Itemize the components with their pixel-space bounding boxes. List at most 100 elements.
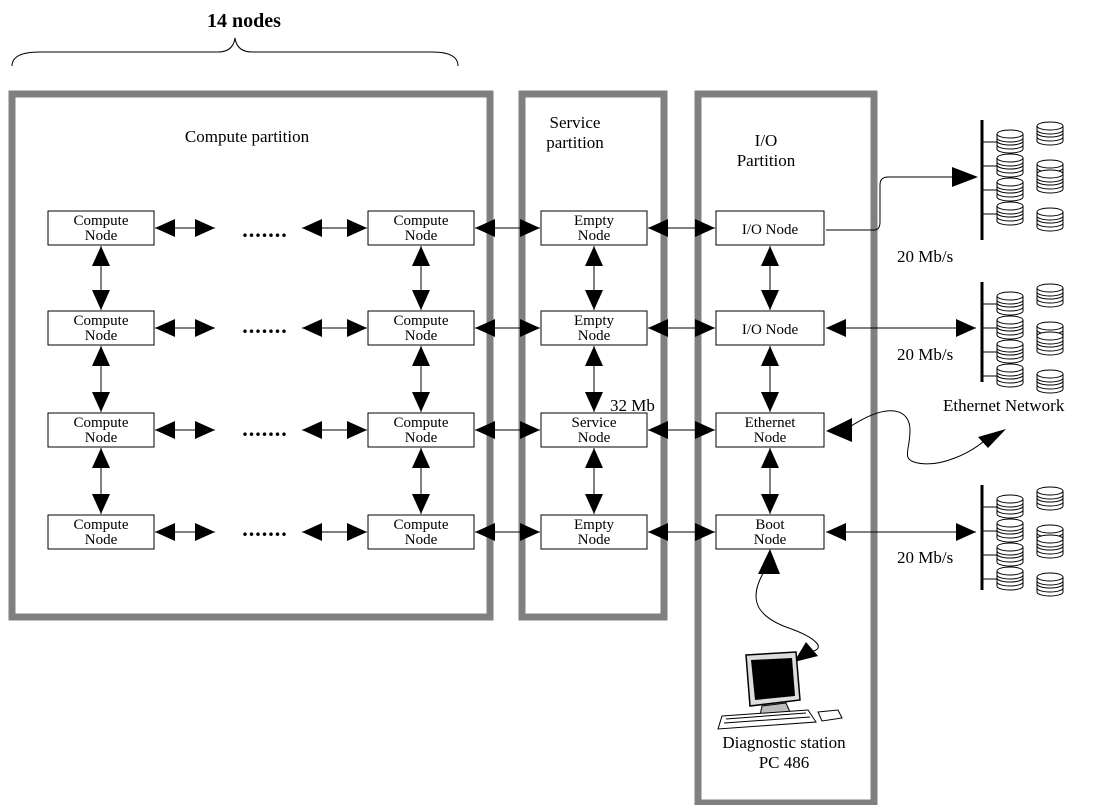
network-link <box>847 410 986 465</box>
service-bandwidth-label: 32 Mb <box>610 396 655 415</box>
disk-bandwidth-label-2: 20 Mb/s <box>897 345 953 364</box>
node-box <box>47 514 155 550</box>
node-box <box>367 514 475 550</box>
disk-stack-icon <box>1036 486 1064 511</box>
node-box <box>715 310 825 346</box>
v-arrow-c2-r3-4 <box>412 448 430 514</box>
node-label-line1: Compute <box>394 213 449 229</box>
disk-array-2 <box>980 282 1064 394</box>
connection-arrows <box>92 219 976 541</box>
diagnostic-link-arrowhead-bottom <box>794 642 818 662</box>
node-label-line2: Node <box>578 228 611 244</box>
h-arrow-c1-ellipsis-r4 <box>155 523 215 541</box>
node-box <box>540 210 648 246</box>
disk-bandwidth-label-1: 20 Mb/s <box>897 247 953 266</box>
h-arrow-c1-ellipsis-r1 <box>155 219 215 237</box>
h-arrow-c2-c3-r3 <box>475 421 540 439</box>
node-grid: ComputeNodeComputeNodeComputeNodeCompute… <box>47 210 825 550</box>
v-arrow-c4-r2-3 <box>761 346 779 412</box>
disk-stack-icon <box>996 339 1024 364</box>
h-arrow-ellipsis-c2-r4 <box>302 523 367 541</box>
node-label-line1: Empty <box>574 517 614 533</box>
node-box <box>715 210 825 246</box>
diagnostic-station-label-line1: Diagnostic station <box>722 733 846 752</box>
h-arrow-c3-c4-r2 <box>648 319 715 337</box>
disk-stack-icon <box>996 363 1024 388</box>
node-label-line1: Compute <box>394 415 449 431</box>
network-link-arrowhead-left <box>826 418 852 442</box>
h-arrow-c3-c4-r4 <box>648 523 715 541</box>
v-arrow-c2-r1-2 <box>412 246 430 310</box>
node-label-line2: Node <box>405 430 438 446</box>
node-label-line2: Node <box>85 328 118 344</box>
disk-stack-icon <box>996 518 1024 543</box>
node-label-line2: Node <box>754 532 787 548</box>
node-label: I/O Node <box>742 222 799 238</box>
ethernet-network-label: Ethernet Network <box>943 396 1065 415</box>
nodes-brace <box>11 37 459 67</box>
node-box <box>367 310 475 346</box>
node-label-line2: Node <box>405 328 438 344</box>
node-box <box>540 310 648 346</box>
disk-stack-icon <box>996 494 1024 519</box>
node-box <box>47 310 155 346</box>
h-arrow-ellipsis-c2-r1 <box>302 219 367 237</box>
ellipsis-row-2: ....... <box>242 313 288 338</box>
node-label-line1: Empty <box>574 313 614 329</box>
diagnostic-station-label-line2: PC 486 <box>759 753 810 772</box>
disk-stack-icon <box>1036 283 1064 308</box>
node-label-line2: Node <box>85 532 118 548</box>
disk-stack-icon <box>996 177 1024 202</box>
h-arrow-c2-c3-r2 <box>475 319 540 337</box>
io-partition-label-line1: I/O <box>755 131 778 150</box>
v-arrow-c2-r2-3 <box>412 346 430 412</box>
disk-stack-icon <box>1036 369 1064 394</box>
node-box <box>367 210 475 246</box>
io-partition-label-line2: Partition <box>737 151 796 170</box>
node-label-line1: Boot <box>755 517 785 533</box>
node-label-line1: Empty <box>574 213 614 229</box>
compute-partition-label: Compute partition <box>185 127 310 146</box>
v-arrow-c1-r1-2 <box>92 246 110 310</box>
v-arrow-c4-r3-4 <box>761 448 779 514</box>
node-label-line1: Compute <box>394 517 449 533</box>
node-label-line1: Compute <box>74 313 129 329</box>
disk-stack-icon <box>996 201 1024 226</box>
node-label-line1: Compute <box>74 213 129 229</box>
node-box <box>715 412 825 448</box>
h-arrow-boot-disk-3 <box>826 523 976 541</box>
v-arrow-c3-r1-2 <box>585 246 603 310</box>
node-label-line2: Node <box>405 228 438 244</box>
disk-stack-icon <box>1036 534 1064 559</box>
h-arrow-c3-c4-r3 <box>648 421 715 439</box>
disk-bandwidth-label-3: 20 Mb/s <box>897 548 953 567</box>
node-label-line1: Compute <box>394 313 449 329</box>
nodes-count-title: 14 nodes <box>207 10 281 32</box>
disk-array-1 <box>980 120 1064 240</box>
h-arrow-c1-ellipsis-r3 <box>155 421 215 439</box>
ellipsis-row-3: ....... <box>242 416 288 441</box>
node-label-line1: Service <box>572 415 617 431</box>
h-arrow-c1-ellipsis-r2 <box>155 319 215 337</box>
disk-link-1-arrowhead <box>952 167 978 187</box>
disk-stack-icon <box>996 129 1024 154</box>
node-label-line1: Ethernet <box>745 415 797 431</box>
h-arrow-ellipsis-c2-r2 <box>302 319 367 337</box>
desktop-computer-icon <box>717 651 843 730</box>
disk-stack-icon <box>996 315 1024 340</box>
node-label: I/O Node <box>742 322 799 338</box>
v-arrow-c4-r1-2 <box>761 246 779 310</box>
